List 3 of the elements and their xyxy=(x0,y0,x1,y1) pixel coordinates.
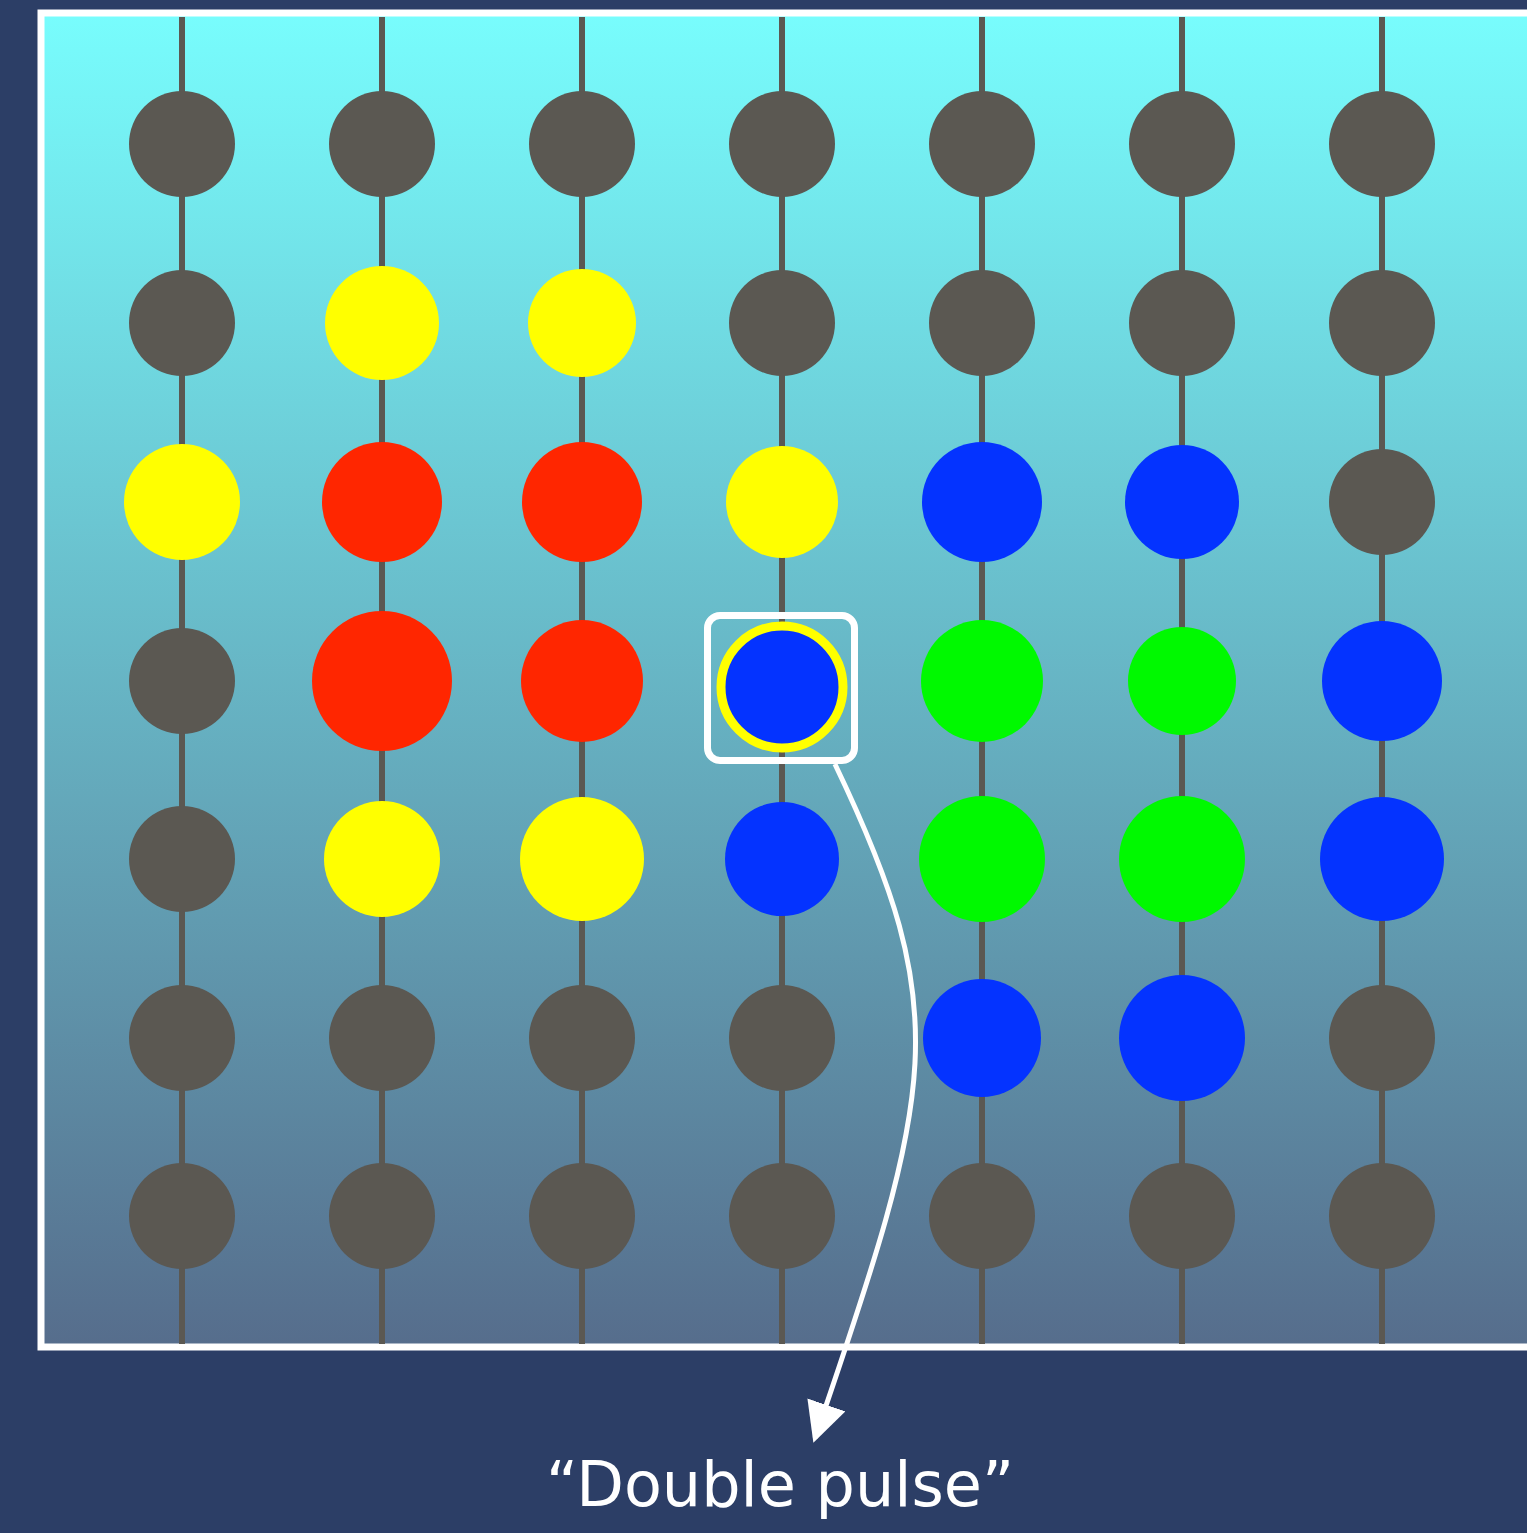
highlight-frame xyxy=(704,612,858,764)
caption-text: “Double pulse” xyxy=(430,1440,1130,1530)
leader-arrow xyxy=(807,762,918,1443)
